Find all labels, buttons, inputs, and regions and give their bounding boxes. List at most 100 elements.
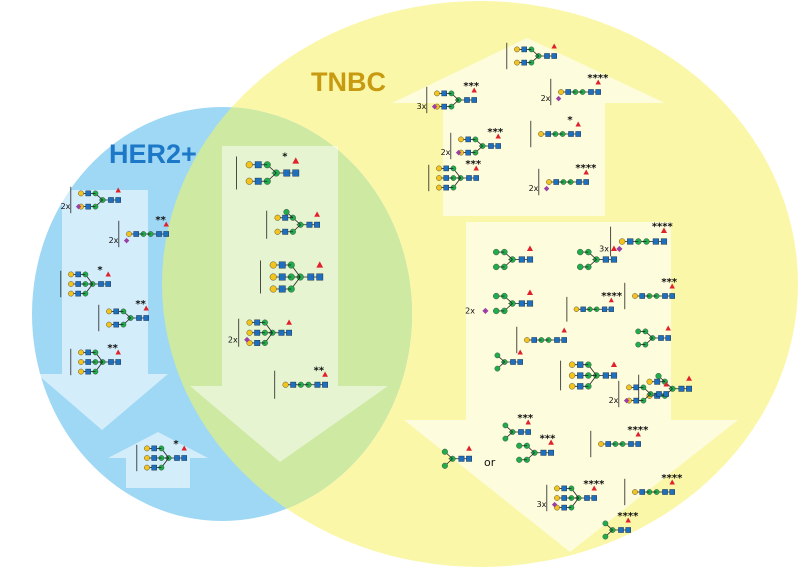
glycan-multiplier: 3x	[417, 102, 427, 111]
significance-marker: ****	[652, 221, 674, 232]
fucose-icon	[525, 419, 531, 425]
glcnac-icon	[85, 190, 91, 197]
glcnac-icon	[633, 397, 639, 404]
glcnac-icon	[471, 97, 477, 103]
or-label: or	[484, 456, 496, 469]
sialic-acid-icon	[455, 149, 462, 156]
galactose-icon	[68, 281, 74, 287]
glcnac-icon	[561, 495, 567, 501]
glcnac-icon	[575, 131, 581, 137]
glcnac-icon	[465, 149, 471, 156]
galactose-icon	[269, 273, 277, 281]
glcnac-icon	[584, 495, 590, 501]
glycan-multiplier: 2x	[441, 148, 451, 157]
fucose-icon	[660, 227, 668, 234]
glcnac-icon	[591, 495, 597, 501]
glycan-o2	[266, 208, 321, 239]
sialic-acid-icon	[555, 95, 562, 102]
mannose-icon	[493, 292, 500, 300]
glcnac-icon	[488, 143, 494, 149]
glcnac-icon	[443, 165, 449, 172]
fucose-icon	[526, 245, 534, 252]
glcnac-icon	[517, 359, 523, 365]
glcnac-icon	[588, 89, 594, 95]
galactose-icon	[568, 383, 576, 390]
mannose-icon	[516, 442, 523, 449]
mannose-icon	[494, 365, 501, 372]
fucose-icon	[314, 211, 320, 217]
glycan-multiplier: 2x	[61, 202, 71, 211]
glycan-multiplier: 2x	[465, 306, 475, 315]
glcnac-icon	[75, 290, 81, 297]
mannose-icon	[493, 307, 500, 315]
glcnac-icon	[278, 273, 286, 281]
fucose-icon	[115, 349, 121, 355]
significance-marker: ****	[627, 425, 649, 436]
glycan-multiplier: 2x	[529, 184, 539, 193]
glycan-t1	[506, 42, 557, 70]
glcnac-icon	[605, 441, 611, 447]
her2-down-arrow	[37, 190, 168, 430]
galactose-icon	[546, 179, 552, 185]
fucose-icon	[583, 169, 589, 175]
galactose-icon	[626, 384, 632, 391]
galactose-icon	[554, 485, 560, 492]
significance-marker: **	[135, 299, 146, 310]
fucose-icon	[610, 361, 618, 368]
glycan-t2: 3x***	[417, 81, 480, 114]
glcnac-icon	[669, 293, 675, 299]
glcnac-icon	[525, 429, 531, 435]
fucose-icon	[548, 439, 554, 445]
glcnac-icon	[662, 489, 668, 495]
glycan-d10	[560, 360, 618, 391]
mannose-icon	[502, 422, 509, 429]
significance-marker: ****	[583, 479, 605, 490]
significance-marker: ***	[465, 159, 481, 170]
glcnac-icon	[663, 391, 669, 397]
glcnac-icon	[282, 214, 289, 221]
glycan-d15: ****	[590, 425, 649, 458]
mannose-icon	[493, 248, 500, 256]
her2-label: HER2+	[109, 139, 197, 169]
fucose-icon	[115, 187, 121, 193]
glcnac-icon	[306, 221, 313, 228]
galactose-icon	[436, 165, 442, 172]
galactose-icon	[573, 306, 580, 312]
fucose-icon	[561, 327, 567, 333]
significance-marker: *	[282, 152, 288, 163]
glcnac-icon	[518, 300, 525, 307]
significance-marker: **	[107, 343, 118, 354]
glcnac-icon	[464, 97, 470, 103]
sialic-acid-icon	[123, 237, 130, 244]
glcnac-icon	[545, 131, 551, 137]
glycan-d19: ****	[602, 511, 639, 540]
glcnac-icon	[163, 231, 169, 237]
glcnac-icon	[181, 455, 187, 461]
glycan-o1: *	[236, 152, 300, 190]
glcnac-icon	[580, 306, 586, 312]
galactose-icon	[568, 361, 576, 368]
glycan-h1: 2x	[61, 186, 121, 214]
galactose-icon	[514, 59, 520, 66]
glcnac-icon	[577, 361, 584, 368]
glycan-d6: ***	[624, 277, 678, 310]
galactose-icon	[126, 231, 132, 237]
glcnac-icon	[115, 197, 121, 203]
glycan-d8	[635, 325, 671, 348]
glcnac-icon	[618, 527, 624, 533]
glcnac-icon	[98, 281, 104, 287]
glycan-h6: *	[136, 439, 187, 472]
glcnac-icon	[108, 359, 114, 365]
significance-marker: **	[155, 215, 166, 226]
glcnac-icon	[601, 306, 608, 312]
fucose-icon	[466, 445, 472, 451]
glycan-d2	[493, 245, 534, 271]
glcnac-icon	[669, 489, 675, 495]
glcnac-icon	[602, 372, 609, 379]
glcnac-icon	[466, 175, 472, 181]
galactose-icon	[632, 293, 638, 299]
glcnac-icon	[443, 175, 449, 181]
mannose-icon	[577, 248, 584, 256]
glycan-d14: ***	[516, 433, 556, 463]
glcnac-icon	[174, 455, 180, 461]
